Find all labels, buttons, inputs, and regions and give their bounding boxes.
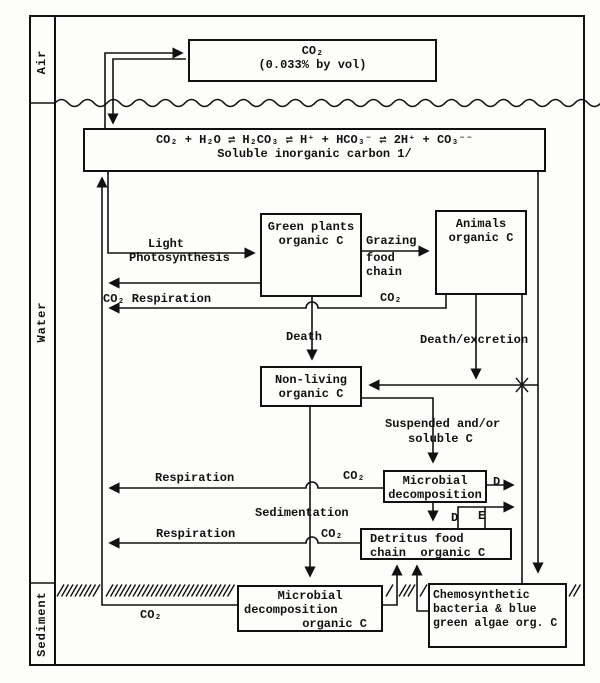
box-microbial-decomposition-water: Microbial decomposition — [383, 470, 487, 503]
label-sedimentation: Sedimentation — [255, 506, 349, 520]
equation-line: CO₂ + H₂O ⇌ H₂CO₃ ⇌ H⁺ + HCO₃⁻ ⇌ 2H⁺ + C… — [155, 133, 474, 147]
animal-respiration-arrow — [108, 295, 447, 314]
label-photosynthesis: Photosynthesis — [129, 251, 230, 265]
microbial-water-line1: Microbial — [402, 474, 468, 488]
outer-frame — [29, 15, 585, 666]
photosynthesis-arrow — [107, 172, 256, 259]
microbial-water-line2: decomposition — [388, 488, 482, 502]
box-microbial-decomposition-sediment: Microbial decomposition organic C — [237, 585, 383, 632]
co2-invasion-arrow — [107, 58, 186, 125]
box-non-living-organic-c: Non-living organic C — [260, 366, 362, 407]
region-label-water: Water — [35, 301, 49, 343]
box-chemosynthetic-bacteria: Chemosynthetic bacteria & blue green alg… — [428, 583, 567, 648]
non-living-line2: organic C — [278, 387, 344, 401]
detritus-respiration-arrow — [108, 536, 360, 549]
label-d-in: D — [451, 511, 459, 525]
chemosynthetic-line2: bacteria & blue — [433, 603, 537, 616]
microbial-sediment-line3: organic C — [302, 617, 367, 631]
co2-evasion-arrow — [104, 47, 184, 128]
microbial-sediment-line2: decomposition — [244, 603, 338, 617]
label-d-out: D — [493, 475, 501, 489]
detritus-de-arrow — [457, 501, 515, 528]
label-suspended-2: soluble C — [408, 432, 473, 446]
label-co2-low: CO₂ — [321, 527, 343, 541]
box-atmospheric-co2-line2: (0.033% by vol) — [258, 58, 367, 72]
co2-return-bus — [96, 176, 237, 606]
animals-line2: organic C — [448, 231, 514, 245]
box-soluble-inorganic-carbon: CO₂ + H₂O ⇌ H₂CO₃ ⇌ H⁺ + HCO₃⁻ ⇌ 2H⁺ + C… — [83, 128, 546, 172]
chemosynthetic-line3: green algae org. C — [433, 617, 558, 630]
box-detritus-food-chain: Detritus food chain organic C — [360, 528, 512, 560]
green-plants-line1: Green plants — [267, 220, 355, 234]
label-grazing: Grazing — [366, 234, 417, 248]
chemosynthetic-line1: Chemosynthetic — [433, 589, 530, 602]
label-death-excretion: Death/excretion — [420, 333, 529, 347]
soluble-inorganic-carbon-line: Soluble inorganic carbon 1/ — [217, 147, 412, 161]
label-respiration-mid: Respiration — [155, 471, 235, 485]
region-label-air: Air — [35, 49, 49, 75]
detritus-line1: Detritus food — [370, 532, 464, 546]
label-respiration-low: Respiration — [156, 527, 236, 541]
box-animals: Animals organic C — [435, 210, 527, 295]
microbial-respiration-arrow — [108, 481, 383, 494]
label-e-in: E — [478, 509, 486, 523]
detritus-line2: chain organic C — [370, 546, 486, 560]
label-co2-respiration: CO₂ Respiration — [103, 292, 212, 306]
region-label-sediment: Sediment — [35, 591, 49, 657]
box-atmospheric-co2: CO₂ (0.033% by vol) — [188, 39, 437, 82]
animals-line1: Animals — [455, 217, 507, 231]
sediment-microbial-to-detritus-arrow — [383, 564, 403, 606]
label-food: food — [366, 251, 395, 265]
box-atmospheric-co2-line1: CO₂ — [301, 44, 324, 58]
suspended-carbon-arrow — [362, 397, 439, 464]
label-co2-animals: CO₂ — [380, 291, 402, 305]
chemo-to-detritus-arrow — [411, 564, 428, 612]
label-co2-sediment: CO₂ — [140, 608, 162, 622]
label-light: Light — [148, 237, 185, 251]
microbial-sediment-line1: Microbial — [277, 589, 343, 603]
box-green-plants: Green plants organic C — [260, 213, 362, 297]
non-living-line1: Non-living — [274, 373, 347, 387]
water-surface-wave — [54, 98, 600, 108]
label-co2-mid: CO₂ — [343, 469, 365, 483]
label-death: Death — [286, 330, 323, 344]
green-plants-line2: organic C — [278, 234, 344, 248]
label-chain: chain — [366, 265, 403, 279]
sediment-hatching — [56, 584, 582, 597]
label-suspended-1: Suspended and/or — [385, 417, 501, 431]
